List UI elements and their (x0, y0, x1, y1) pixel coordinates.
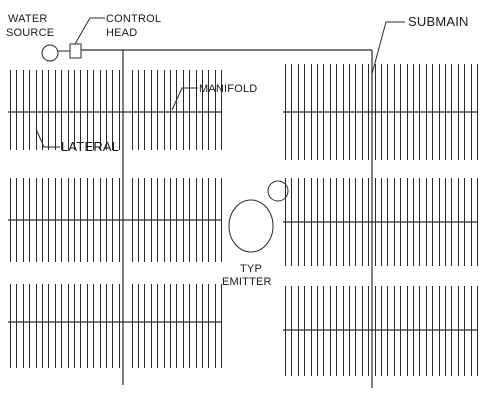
water-source-label-line2: SOURCE (6, 27, 54, 39)
submain-label: SUBMAIN (408, 14, 469, 29)
control-head-label-line2: HEAD (106, 27, 137, 39)
control-head-symbol (69, 43, 82, 59)
emitter-symbol (228, 180, 289, 253)
control-head-label-line1: CONTROL (106, 13, 161, 25)
emitter-large-circle (228, 199, 274, 253)
leader-lines (35, 17, 405, 148)
lateral-leader (35, 128, 60, 148)
control-head-leader (74, 17, 105, 45)
piping (41, 43, 373, 388)
emitter-small-circle (267, 180, 289, 202)
water-source-symbol (41, 44, 59, 62)
submain-leader (371, 21, 405, 75)
emitter-label-line1: TYP (240, 263, 262, 275)
lateral-label: LATERAL (61, 139, 119, 154)
manifold-label: MANIFOLD (199, 83, 257, 95)
water-source-label-line1: WATER (8, 13, 48, 25)
manifold-leader (171, 87, 198, 111)
emitter-label-line2: EMITTER (222, 276, 272, 288)
lateral-blocks (8, 64, 478, 376)
labels: WATER SOURCE CONTROL HEAD SUBMAIN MANIFO… (6, 13, 469, 288)
